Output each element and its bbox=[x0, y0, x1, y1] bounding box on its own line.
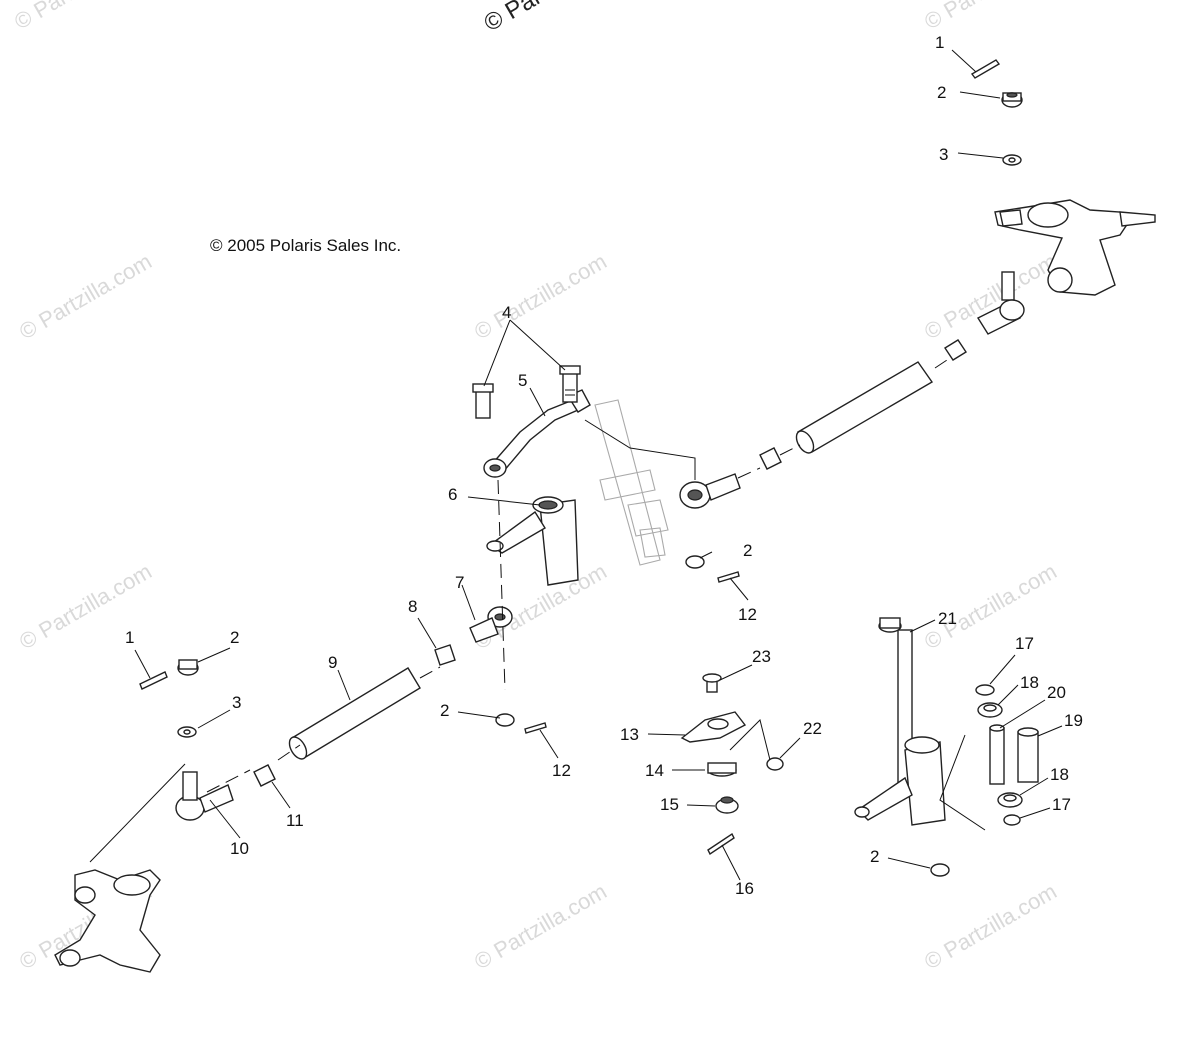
jam-nut-center-part bbox=[434, 644, 456, 666]
copyright-text: © 2005 Polaris Sales Inc. bbox=[210, 236, 402, 255]
jam-nut-right-inner-part bbox=[759, 447, 782, 470]
spindle-right-part bbox=[994, 199, 1156, 296]
callout-18: 18 bbox=[1020, 673, 1039, 692]
callout-2: 2 bbox=[230, 628, 239, 647]
callout-17: 17 bbox=[1052, 795, 1071, 814]
callout-3: 3 bbox=[232, 693, 241, 712]
callout-6: 6 bbox=[448, 485, 457, 504]
callout-4: 4 bbox=[502, 303, 511, 322]
callout-20: 20 bbox=[1047, 683, 1066, 702]
tie-rod-end-right-part bbox=[976, 271, 1025, 335]
callout-18: 18 bbox=[1050, 765, 1069, 784]
tie-rod-tube-left-part bbox=[288, 667, 421, 760]
watermark-text: © Partzilla.com bbox=[15, 249, 156, 345]
nut-2e-part bbox=[930, 863, 950, 877]
pin-23-part bbox=[702, 673, 722, 693]
nut-center-upper-part bbox=[685, 555, 705, 569]
callout-2: 2 bbox=[743, 541, 752, 560]
watermark-text: © Partzilla.com bbox=[920, 0, 1061, 34]
bolt-left-part bbox=[472, 383, 494, 419]
watermark-text: © Partzilla.com bbox=[470, 559, 611, 655]
callout-17: 17 bbox=[1015, 634, 1034, 653]
callout-15: 15 bbox=[660, 795, 679, 814]
jam-nut-left-part bbox=[253, 764, 276, 787]
watermark-text: © Partzilla.com bbox=[10, 0, 151, 34]
watermark-top-text: © Par bbox=[480, 0, 547, 37]
bracket-13-part bbox=[680, 711, 747, 743]
callout-12: 12 bbox=[552, 761, 571, 780]
watermarks: © Partzilla.com © Partzilla.com © Partzi… bbox=[10, 0, 1061, 974]
callout-3: 3 bbox=[939, 145, 948, 164]
callout-22: 22 bbox=[803, 719, 822, 738]
callout-1: 1 bbox=[125, 628, 134, 647]
callout-14: 14 bbox=[645, 761, 664, 780]
washer-17a-part bbox=[975, 684, 995, 696]
washer-17b-part bbox=[1003, 814, 1021, 826]
washer-left-part bbox=[177, 726, 197, 738]
castle-nut-part bbox=[1001, 92, 1023, 108]
callout-8: 8 bbox=[408, 597, 417, 616]
bushing-14-part bbox=[707, 762, 737, 777]
watermark-text: © Partzilla.com bbox=[470, 879, 611, 975]
tie-rod-end-inner-right-part bbox=[679, 473, 741, 509]
frame-ghost bbox=[594, 399, 669, 566]
bolt-right-part bbox=[559, 365, 581, 403]
seal-18a-part bbox=[977, 702, 1003, 718]
callout-1: 1 bbox=[935, 33, 944, 52]
idler-arm-part bbox=[854, 736, 946, 826]
cotter-pin-16-part bbox=[707, 832, 735, 856]
assembly-lines bbox=[89, 357, 986, 863]
tie-rod-tube-right-part bbox=[795, 361, 934, 454]
spindle-left-part bbox=[54, 869, 161, 973]
callout-13: 13 bbox=[620, 725, 639, 744]
steering-arm-part bbox=[486, 496, 579, 586]
nut-22-part bbox=[766, 757, 784, 771]
cotter-pin-part bbox=[970, 59, 1001, 79]
callout-11: 11 bbox=[286, 811, 304, 830]
watermark-text: © Partzilla.com bbox=[470, 249, 611, 345]
steering-link-part bbox=[483, 389, 591, 478]
callout-16: 16 bbox=[735, 879, 754, 898]
callout-19: 19 bbox=[1064, 711, 1083, 730]
callout-10: 10 bbox=[230, 839, 249, 858]
seal-18b-part bbox=[997, 792, 1023, 808]
callout-labels: 1 2 3 4 5 6 2 12 7 8 1 2 3 9 2 12 11 10 … bbox=[125, 33, 1083, 898]
callout-23: 23 bbox=[752, 647, 771, 666]
watermark-text: © Partzilla.com bbox=[920, 879, 1061, 975]
callout-2: 2 bbox=[870, 847, 879, 866]
leader-lines bbox=[134, 49, 1063, 881]
bushing-20-part bbox=[989, 724, 1005, 785]
bushing-19-part bbox=[1017, 727, 1039, 783]
cotter-pin-center-lower-part bbox=[524, 722, 547, 734]
callout-7: 7 bbox=[455, 573, 464, 592]
callout-2: 2 bbox=[937, 83, 946, 102]
tie-rod-end-left-part bbox=[175, 771, 234, 821]
callout-2: 2 bbox=[440, 701, 449, 720]
callout-5: 5 bbox=[518, 371, 527, 390]
cotter-pin-left-part bbox=[139, 671, 168, 690]
callout-12: 12 bbox=[738, 605, 757, 624]
nut-center-lower-part bbox=[495, 713, 515, 727]
watermark-text: © Partzilla.com bbox=[920, 559, 1061, 655]
cotter-pin-center-upper-part bbox=[717, 571, 740, 583]
washer-part bbox=[1002, 154, 1022, 166]
callout-21: 21 bbox=[938, 609, 957, 628]
castle-nut-left-part bbox=[177, 659, 199, 676]
jam-nut-right-part bbox=[944, 339, 967, 361]
callout-9: 9 bbox=[328, 653, 337, 672]
bushing-15-part bbox=[715, 796, 739, 814]
watermark-text: © Partzilla.com bbox=[15, 559, 156, 655]
